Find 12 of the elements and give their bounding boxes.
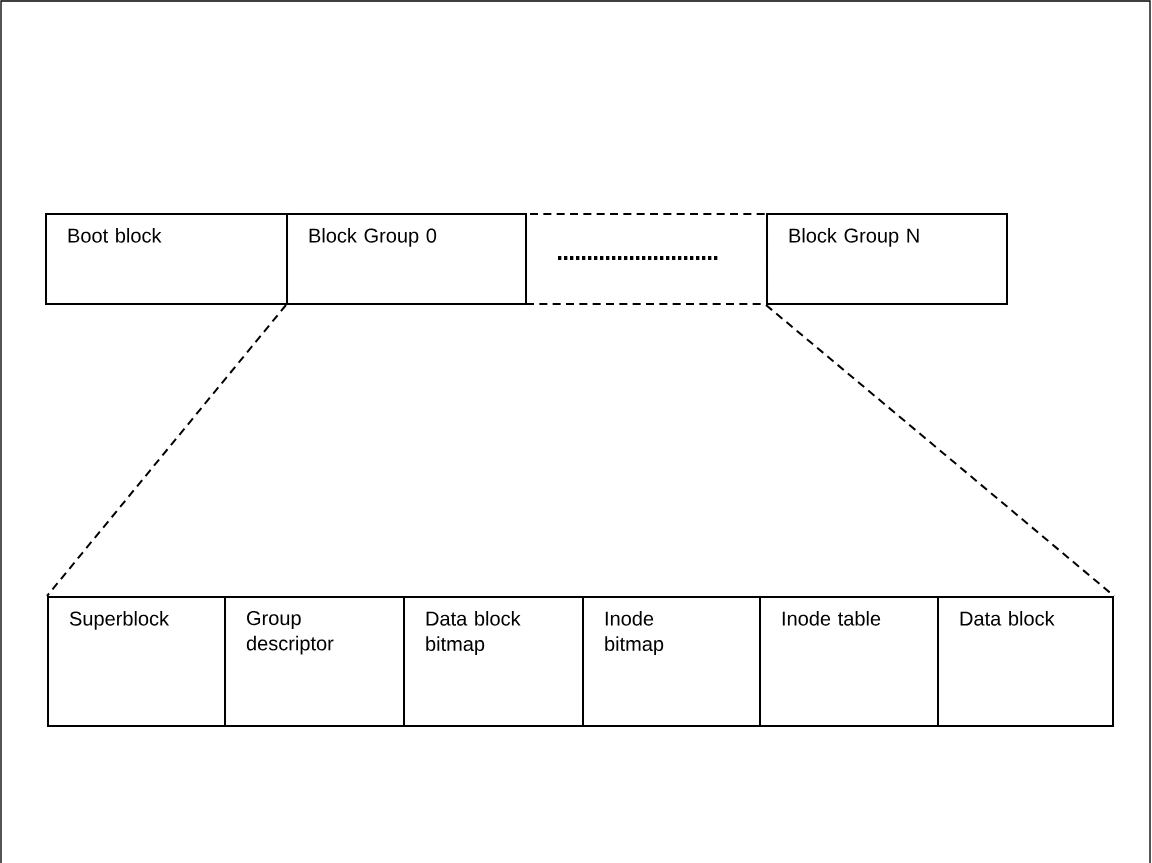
block-box: Boot block (45, 213, 288, 305)
ellipsis-box (525, 213, 768, 305)
block-box: Group descriptor (224, 596, 405, 727)
block-box: Inode bitmap (582, 596, 761, 727)
block-box: Block Group 0 (286, 213, 527, 305)
block-box: Block Group N (766, 213, 1008, 305)
block-box: Data block bitmap (403, 596, 584, 727)
block-box: Data block (937, 596, 1114, 727)
expansion-line (765, 304, 1115, 597)
block-box: Inode table (759, 596, 939, 727)
expansion-line (46, 304, 287, 597)
block-box: Superblock (47, 596, 226, 727)
